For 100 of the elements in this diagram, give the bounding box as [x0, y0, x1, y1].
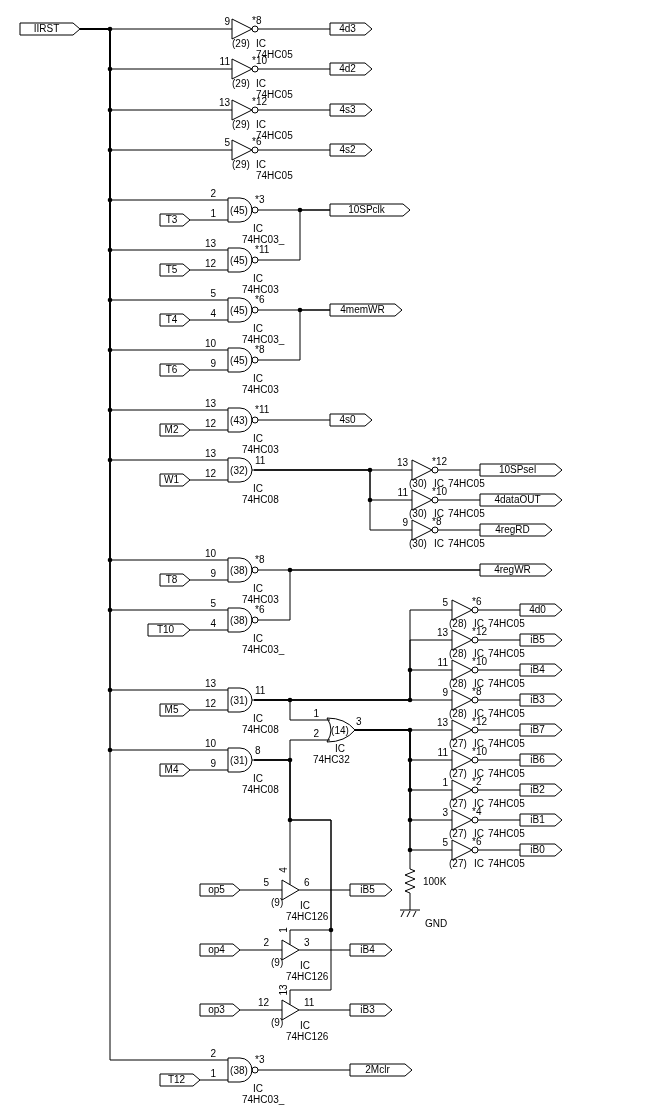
signal-name: iB5 [360, 883, 375, 896]
pin-number: 1 [210, 1068, 216, 1079]
signal-name: iB1 [530, 813, 545, 826]
signal-port [330, 414, 372, 426]
signal-name: T6 [165, 363, 178, 376]
pin-number: *6 [252, 136, 262, 147]
signal-name: iB4 [530, 663, 545, 676]
signal-name: 4d0 [529, 603, 546, 616]
pin-number: *10 [472, 746, 487, 757]
signal-name: 4d2 [339, 62, 356, 75]
part-number: 74HC05 [448, 508, 485, 519]
signal-port [160, 214, 190, 226]
pin-number: 12 [204, 258, 216, 269]
wire [257, 28, 331, 30]
signal-port [160, 314, 190, 326]
signal-port [330, 144, 372, 156]
wire [257, 309, 331, 361]
unit-number: (38) [230, 1065, 248, 1076]
pin-number: 1 [277, 927, 289, 933]
signal-name: op4 [208, 943, 225, 956]
wire [409, 896, 411, 911]
pin-number: *10 [432, 486, 447, 497]
resistor-symbol [404, 865, 416, 897]
pin-number: 4 [210, 308, 216, 319]
pin-number: 5 [442, 597, 448, 608]
wire [437, 529, 481, 531]
wire [298, 889, 351, 891]
part-number: 74HC05 [488, 798, 525, 809]
pin-number: *6 [472, 596, 482, 607]
pin-number: *6 [472, 836, 482, 847]
unit-number: (27) [449, 738, 467, 749]
signal-name: 10SPclk [348, 203, 385, 216]
signal-port [330, 304, 402, 316]
pin-number: 3 [356, 716, 362, 727]
ic-label: IC [434, 478, 444, 489]
pin-number: *12 [472, 716, 487, 727]
wire [189, 769, 229, 771]
ic-label: IC [253, 713, 263, 724]
unit-number: (27) [449, 798, 467, 809]
wire [189, 219, 229, 221]
pin-number: 13 [277, 984, 289, 996]
pin-number: *3 [255, 1054, 265, 1065]
ic-label: IC [253, 373, 263, 384]
part-number: 74HC03_ [242, 234, 285, 245]
wire [477, 699, 521, 701]
wire [253, 469, 410, 531]
signal-name: 4dataOUT [494, 493, 541, 506]
unit-number: (31) [230, 695, 248, 706]
unit-number: (27) [449, 858, 467, 869]
pin-number: *4 [472, 806, 482, 817]
unit-number: (32) [230, 465, 248, 476]
signal-port [200, 884, 240, 896]
ic-label: IC [253, 273, 263, 284]
unit-number: (14) [331, 725, 349, 736]
pin-number: 9 [210, 568, 216, 579]
unit-number: (28) [449, 648, 467, 659]
pin-number: *2 [472, 776, 482, 787]
part-number: 74HC03_ [242, 644, 285, 655]
signal-name: iB6 [530, 753, 545, 766]
unit-number: (28) [449, 678, 467, 689]
pin-number: 5 [210, 598, 216, 609]
wire [477, 849, 521, 851]
ic-label: IC [253, 773, 263, 784]
ic-label: IC [300, 960, 310, 971]
signal-port [520, 754, 562, 766]
signal-name: T12 [167, 1073, 186, 1086]
unit-number: (45) [230, 255, 248, 266]
ground-symbol [400, 910, 420, 920]
pin-number: *8 [432, 516, 442, 527]
signal-port [480, 564, 552, 576]
pin-number: *12 [432, 456, 447, 467]
part-number: 74HC03 [242, 284, 279, 295]
pin-number: *8 [255, 554, 265, 565]
pin-number: 2 [210, 1048, 216, 1059]
pin-number: 1 [210, 208, 216, 219]
signal-port [520, 634, 562, 646]
unit-number: (9) [271, 1017, 284, 1028]
pin-number: *12 [472, 626, 487, 637]
signal-name: T4 [165, 313, 178, 326]
ic-label: IC [474, 858, 484, 869]
signal-port [160, 764, 190, 776]
part-number: 74HC05 [256, 170, 293, 181]
tri-state-buffer-symbol [271, 1000, 299, 1029]
signal-port [160, 424, 190, 436]
unit-number: (38) [230, 615, 248, 626]
wire [298, 1009, 351, 1011]
pin-number: 5 [210, 288, 216, 299]
signal-port [520, 664, 562, 676]
and-gate-symbol [228, 688, 254, 712]
signal-port [520, 604, 562, 616]
ic-label: IC [474, 708, 484, 719]
pin-number: 10 [204, 548, 216, 559]
pin-number: 13 [436, 717, 448, 728]
unit-number: (45) [230, 305, 248, 316]
ic-label: IC [253, 433, 263, 444]
signal-name: iB3 [360, 1003, 375, 1016]
signal-port [330, 104, 372, 116]
ic-label: IC [474, 678, 484, 689]
signal-name: op3 [208, 1003, 225, 1016]
pin-number: 11 [255, 685, 266, 696]
